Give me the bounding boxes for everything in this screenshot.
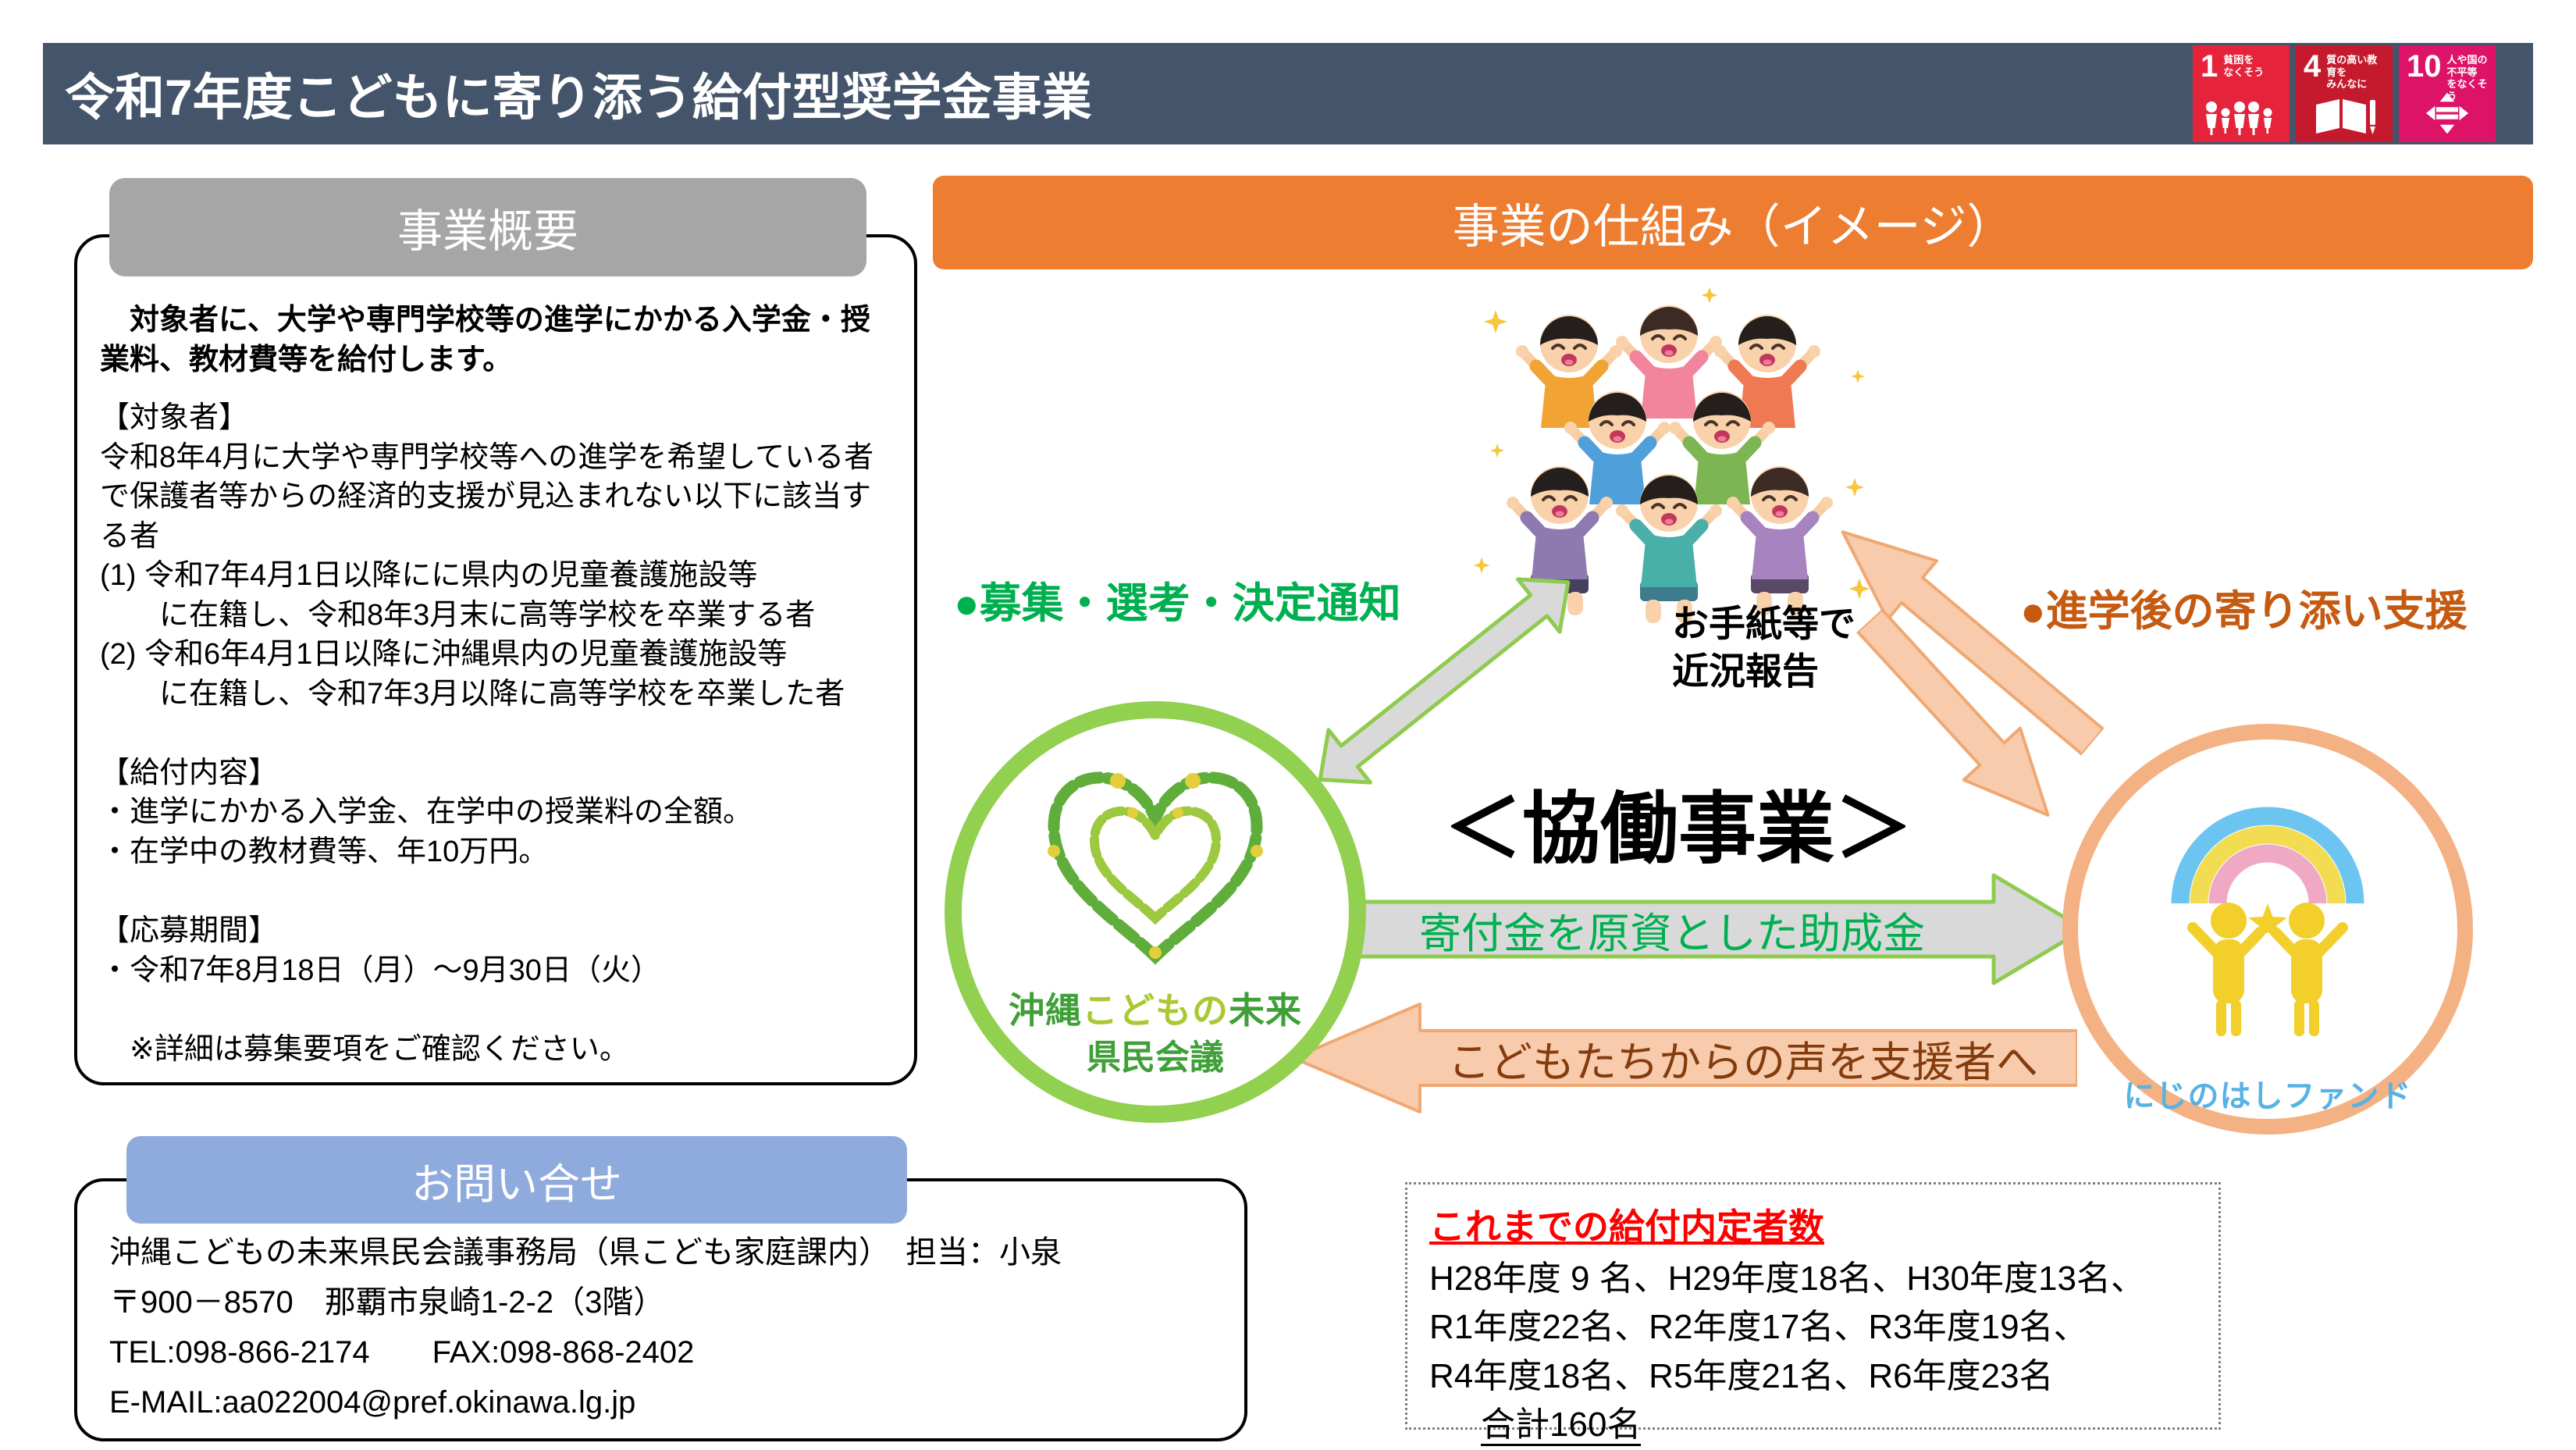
sdg-goal-label: 貧困を なくそう [2223,54,2265,78]
heart-chain-icon [1048,771,1263,965]
nijinohashi-fund-logo: にじのはしファンド [2062,724,2473,1135]
overview-header-label: 事業概要 [397,206,578,257]
contact-content: 沖縄こどもの未来県民会議事務局（県こども家庭課内） 担当：小泉 〒900－857… [109,1227,1218,1427]
support-arrow [1856,607,2050,817]
overview-body-text: 【対象者】 令和8年4月に大学や専門学校等への進学を希望している者で保護者等から… [100,401,874,1066]
grant-history-panel: これまでの給付内定者数 H28年度 9 名、H29年度18名、H30年度13名、… [1405,1182,2221,1447]
sdg-goal-4-tile: 4 質の高い教育を みんなに [2296,45,2393,142]
orange-org-name: にじのはしファンド [2123,1079,2412,1113]
green-org-name-part: こどもの [1082,990,1229,1031]
contact-address-line: 〒900－8570 那覇市泉崎1-2-2（3階） [109,1285,665,1320]
grant-history-total-row: 合計160名 [1429,1401,2197,1449]
green-org-name-part: 未来 [1229,990,1302,1031]
sdg-goal-10-tile: 10 人や国の不平等 をなくそう [2399,45,2496,142]
page-title: 令和7年度こどもに寄り添う給付型奨学金事業 [65,69,1092,126]
green-org-name: 沖縄こどもの未来 [962,982,1349,1034]
sdg-goal-number: 10 [2407,49,2442,84]
sdg-goal-number: 4 [2304,49,2322,84]
scheme-section-header: 事業の仕組み（イメージ） [933,176,2533,269]
kids-caption: お手紙等で 近況報告 [1672,603,1856,693]
contact-section-header: お問い合せ [126,1136,907,1224]
scheme-header-label: 事業の仕組み（イメージ） [1452,200,2014,253]
contact-header-label: お問い合せ [411,1160,622,1208]
sdg-goal-number: 1 [2201,49,2218,84]
overview-panel [74,234,917,1085]
contact-tel-fax-line: TEL:098-866-2174 FAX:098-868-2402 [109,1335,695,1370]
sdg-goal-label: 人や国の不平等 をなくそう [2446,54,2488,102]
joint-project-title: ＜協働事業＞ [1444,786,1912,873]
overview-content: 対象者に、大学や専門学校等の進学にかかる入学金・授業料、教材費等を給付します。 … [100,301,884,1069]
voice-arrow-label: こどもたちからの声を支援者へ [1448,1039,2038,1086]
sdg-family-icon [2206,102,2272,135]
grant-arrow-label: 寄付金を原資とした助成金 [1419,910,1925,957]
sdg-book-icon [2316,99,2375,134]
voice-arrow: こどもたちからの声を支援者へ [1292,999,2077,1117]
sdg-goal-tiles: 1 貧困を なくそう 4 質の高い教育を みんなに [2193,45,2496,142]
sdg-goal-label: 質の高い教育を みんなに [2326,54,2378,91]
overview-lead-text: 対象者に、大学や専門学校等の進学にかかる入学金・授業料、教材費等を給付します。 [100,304,870,376]
contact-email-line: E-MAIL:aa022004@pref.okinawa.lg.jp [109,1385,636,1420]
contact-office-line: 沖縄こどもの未来県民会議事務局（県こども家庭課内） 担当：小泉 [109,1235,1062,1270]
grant-history-title: これまでの給付内定者数 [1429,1206,1824,1247]
recruit-double-arrow [1318,577,1571,785]
grant-arrow: 寄付金を原資とした助成金 [1336,871,2086,988]
support-step-label: ●進学後の寄り添い支援 [2020,588,2467,635]
sdg-equality-icon [2425,92,2469,134]
grant-history-line: R1年度22名、R2年度17名、R3年度19名、 [1429,1308,2088,1347]
rainbow-children-icon [2171,807,2364,1036]
kenmin-kaigi-logo: 沖縄こどもの未来 県民会議 [945,701,1366,1123]
recruit-step-label: ●募集・選考・決定通知 [954,580,1401,627]
grant-history-total: 合計160名 [1481,1405,1642,1447]
sdg-goal-1-tile: 1 貧困を なくそう [2193,45,2290,142]
title-bar: 令和7年度こどもに寄り添う給付型奨学金事業 1 貧困を なくそう 4 質の高い教… [43,43,2533,144]
green-org-name-part: 沖縄 [1009,990,1082,1031]
grant-history-line: R4年度18名、R5年度21名、R6年度23名 [1429,1356,2054,1395]
overview-section-header: 事業概要 [109,178,866,276]
green-org-subname: 県民会議 [1087,1039,1224,1077]
report-arrow [1841,530,2105,757]
grant-history-line: H28年度 9 名、H29年度18名、H30年度13名、 [1429,1259,2145,1298]
